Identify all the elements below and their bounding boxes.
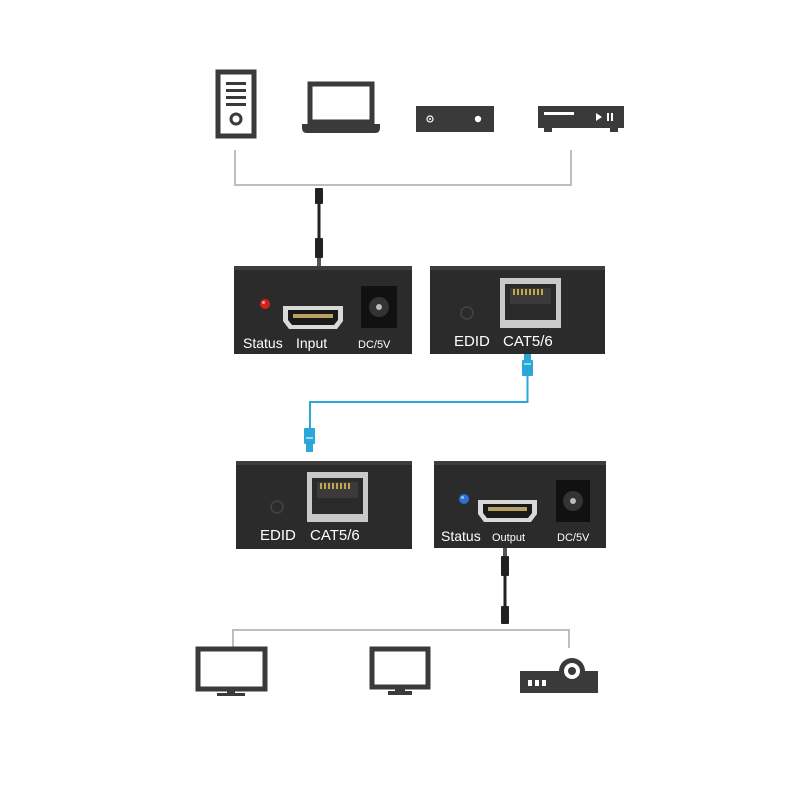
rj45-port-icon bbox=[500, 278, 561, 328]
source-devices bbox=[215, 69, 624, 139]
output-label: Output bbox=[492, 532, 525, 544]
cat-label: CAT5/6 bbox=[503, 333, 553, 350]
hdmi-port-icon bbox=[283, 306, 343, 329]
set-top-box-icon bbox=[416, 106, 494, 132]
edid-label: EDID bbox=[260, 527, 296, 544]
tv-icon bbox=[369, 646, 431, 695]
receiver-rear-panel: EDID CAT5/6 bbox=[236, 461, 412, 549]
display-devices bbox=[195, 646, 598, 696]
monitor-icon bbox=[195, 646, 268, 696]
projector-icon bbox=[520, 658, 598, 693]
dc-jack-icon bbox=[361, 286, 397, 328]
source-bracket bbox=[234, 150, 572, 186]
network-cable bbox=[304, 354, 533, 452]
hdmi-port-icon bbox=[478, 500, 537, 522]
transmitter-rear-panel: EDID CAT5/6 bbox=[430, 266, 605, 354]
input-label: Input bbox=[296, 335, 327, 351]
hdmi-cable-in bbox=[315, 188, 323, 266]
edid-label: EDID bbox=[454, 333, 490, 350]
dc-jack-icon bbox=[556, 480, 590, 522]
status-led bbox=[260, 299, 270, 309]
desktop-tower-icon bbox=[215, 69, 257, 139]
display-bracket bbox=[232, 629, 570, 648]
hdmi-cable-out bbox=[501, 548, 509, 624]
laptop-icon bbox=[302, 81, 380, 133]
edid-button bbox=[270, 500, 284, 514]
power-label: DC/5V bbox=[557, 532, 590, 544]
transmitter-front-panel: Status Input DC/5V bbox=[234, 266, 412, 354]
rj45-port-icon bbox=[307, 472, 368, 522]
status-label: Status bbox=[441, 528, 481, 544]
dvd-player-icon bbox=[538, 106, 624, 132]
status-led bbox=[459, 494, 469, 504]
status-label: Status bbox=[243, 335, 283, 351]
receiver-front-panel: Status Output DC/5V bbox=[434, 461, 606, 548]
edid-button bbox=[460, 306, 474, 320]
cat-label: CAT5/6 bbox=[310, 527, 360, 544]
power-label: DC/5V bbox=[358, 339, 391, 351]
